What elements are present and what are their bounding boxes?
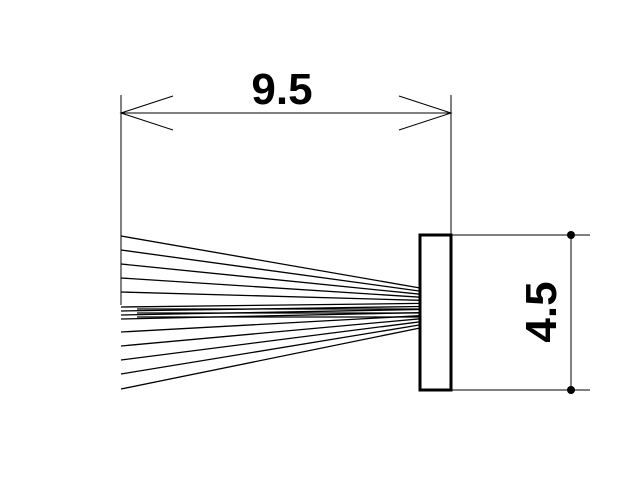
fiber-strand — [120, 324, 421, 375]
fiber-strand — [120, 249, 421, 292]
fiber-strand — [120, 318, 421, 347]
fiber-strand — [120, 235, 421, 289]
fiber-strand — [120, 263, 421, 295]
fiber-strand — [120, 302, 421, 308]
height-dot-bottom — [567, 386, 575, 394]
fiber-strand — [120, 308, 421, 316]
fiber-strand — [120, 321, 421, 361]
height-dimension: 4.5 — [451, 231, 590, 394]
fiber-strand — [120, 311, 421, 320]
length-label: 9.5 — [251, 65, 312, 114]
length-dimension: 9.5 — [119, 65, 453, 305]
length-arrowhead-right — [398, 95, 453, 131]
ferrule-block — [418, 233, 453, 392]
fiber-strand — [120, 277, 421, 298]
height-dot-top — [567, 231, 575, 239]
length-arrowhead-left — [119, 95, 174, 131]
fiber-strand — [120, 327, 421, 390]
fiber-strand — [120, 291, 421, 301]
fiber-strand — [120, 315, 421, 333]
fiber-strands — [120, 235, 421, 390]
height-label: 4.5 — [517, 281, 566, 342]
